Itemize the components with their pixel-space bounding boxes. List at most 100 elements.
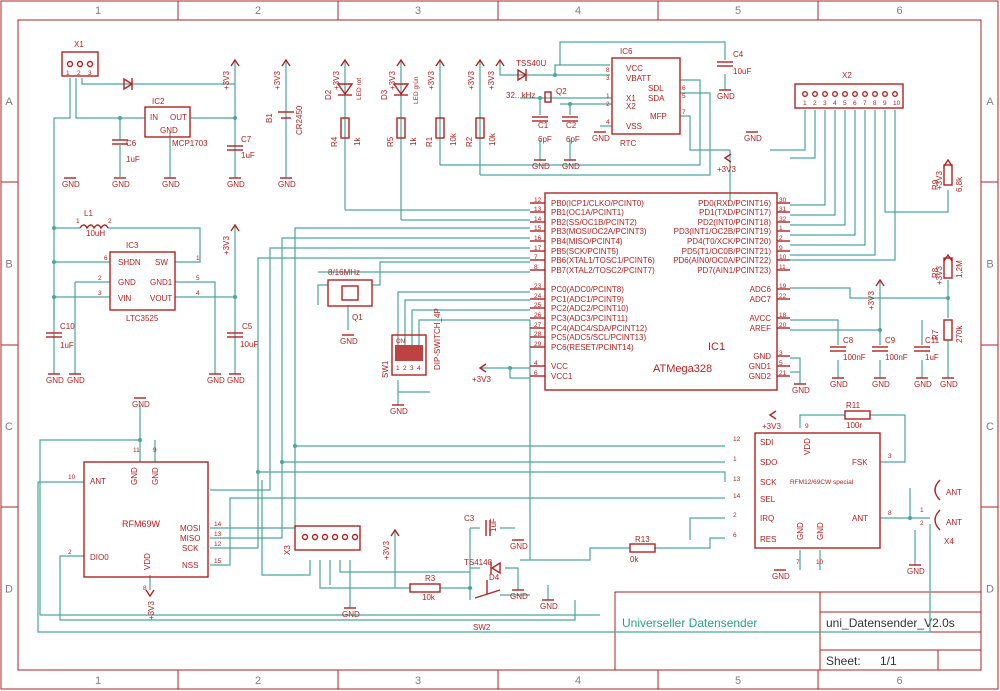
grid-row-label: D (5, 584, 13, 596)
mcu-pin-name: PC3(ADC3/PCINT11) (551, 314, 628, 323)
svg-text:VCC: VCC (626, 64, 643, 73)
svg-text:VSS: VSS (626, 122, 642, 131)
svg-text:GND: GND (151, 467, 160, 485)
mcu-pin-number: 31 (779, 206, 787, 213)
mcu-pin-name: GND (753, 352, 771, 361)
v33-label: +3V3 (935, 266, 944, 285)
svg-text:DIO0: DIO0 (90, 553, 109, 562)
rtc-value: RTC (620, 139, 637, 148)
svg-text:270k: 270k (955, 325, 964, 343)
v33-label: +3V3 (388, 71, 397, 90)
mcu-pin-name: PD3(INT1/OC2B/PCINT19) (674, 227, 772, 236)
svg-text:SCK: SCK (760, 478, 777, 487)
svg-text:8: 8 (606, 67, 610, 74)
mcu-pin-name: PD6(AIN0/OC0A/PCINT22) (673, 256, 771, 265)
resistor-r8: R8 1,2M (931, 257, 964, 279)
mcu-pin-name: PD0(RXD/PCINT16) (698, 199, 771, 208)
grid-col-label: 2 (255, 675, 261, 687)
svg-text:10: 10 (816, 559, 824, 566)
svg-text:4: 4 (196, 290, 200, 297)
mcu-pin-name: PB3(MOSI/OC2A/PCINT3) (551, 227, 647, 236)
svg-text:2: 2 (108, 218, 112, 225)
svg-text:GND: GND (130, 467, 139, 485)
svg-text:4: 4 (417, 365, 421, 372)
grid-col-label: 3 (415, 675, 421, 687)
crystal-q2: Q2 32.. kHz (506, 87, 567, 103)
svg-text:2: 2 (733, 512, 737, 519)
crystal-q1: 8/16MHz Q1 (327, 268, 373, 322)
title-block: Universeller Datensender uni_Datensender… (614, 591, 982, 671)
cap-c2: C2 6pF (562, 116, 580, 144)
cap-c4: C4 10uF (717, 50, 751, 76)
junctions (52, 73, 950, 590)
mcu-pin-number: 14 (534, 216, 542, 223)
svg-text:MISO: MISO (180, 534, 200, 543)
rtc-name: IC6 (620, 47, 633, 56)
mcu-pin-name: VCC1 (551, 372, 573, 381)
svg-text:VIN: VIN (118, 294, 132, 303)
v33-label: +3V3 (222, 71, 231, 90)
v33-label: +3V3 (935, 171, 944, 190)
svg-text:6: 6 (682, 85, 686, 92)
svg-text:8: 8 (143, 585, 147, 592)
svg-text:100nF: 100nF (843, 353, 866, 362)
svg-text:1: 1 (396, 365, 400, 372)
svg-text:12: 12 (214, 541, 222, 548)
grid-row-label: C (986, 421, 994, 433)
gnd-label: GND (162, 180, 180, 189)
cap-c1: C1 6pF (532, 116, 552, 144)
gnd-label: GND (772, 572, 790, 581)
v33-label: +3V3 (273, 71, 282, 90)
x1-pin1: 1 (66, 70, 70, 77)
rtc-ic6: IC6 VCC VBATT SDL SDA X1 X2 MFP VSS RTC … (606, 47, 686, 148)
mcu-pin-number: 23 (534, 283, 542, 290)
switch-sw2: SW2 (473, 580, 501, 632)
mcu-pin-number: 27 (534, 322, 542, 329)
regulator-ic2: IC2 IN OUT GND MCP1703 (144, 97, 208, 148)
svg-text:3: 3 (606, 75, 610, 82)
x2-pin-number: 1 (803, 100, 807, 107)
mcu-pin-name: PD7(AIN1/PCINT23) (697, 266, 771, 275)
svg-text:VOUT: VOUT (150, 294, 172, 303)
grid-row-label: C (5, 421, 13, 433)
grid-col-label: 4 (575, 675, 581, 687)
resistor-r9: R9 6,8k (931, 164, 964, 192)
svg-text:8/16MHz: 8/16MHz (328, 268, 360, 277)
boost-ic3: IC3 SHDN SW GND GND1 VIN VOUT LTC3525 6 … (98, 241, 200, 323)
svg-text:C3: C3 (464, 514, 475, 523)
gnd-label: GND (510, 542, 528, 551)
mcu-pin-number: 20 (779, 322, 787, 329)
title-sheet-value: 1/1 (880, 654, 897, 668)
mcu-pin-number: 6 (534, 370, 538, 377)
v33-label: +3V3 (467, 71, 476, 90)
svg-text:0k: 0k (630, 555, 639, 564)
svg-text:C11: C11 (925, 336, 940, 345)
cap-c9: C9 100nF (872, 336, 908, 362)
svg-text:GND: GND (816, 522, 825, 540)
cap-c8: C8 100nF (830, 336, 866, 362)
antenna-symbols: ANT ANT X4 1 2 (920, 479, 962, 546)
resistor-r4: R4 1k (330, 117, 362, 147)
svg-text:C7: C7 (241, 135, 252, 144)
mcu-pin-number: 19 (779, 283, 787, 290)
mcu-pin-name: PC2(ADC2/PCINT10) (551, 304, 629, 313)
gnd-label: GND (510, 592, 528, 601)
svg-text:SW1: SW1 (381, 360, 390, 378)
v33-label: +3V3 (487, 71, 496, 90)
svg-text:14: 14 (733, 493, 741, 500)
connector-x1: X1 1 2 3 (61, 40, 99, 77)
svg-text:X4: X4 (944, 537, 954, 546)
led-d3: D3 LED grün (380, 76, 420, 104)
mcu-pin-number: 4 (534, 360, 538, 367)
resistor-r13: R13 0k (629, 535, 656, 564)
grid-col-label: 1 (95, 5, 101, 17)
resistor-r5: R5 1k (386, 117, 418, 147)
mcu-pin-number: 12 (534, 197, 542, 204)
connector-x3: X3 (283, 525, 361, 555)
mcu-pin-name: VCC (551, 362, 568, 371)
title-description: Universeller Datensender (622, 616, 757, 630)
svg-text:R11: R11 (846, 401, 861, 410)
svg-text:R5: R5 (386, 136, 395, 147)
svg-text:10k: 10k (488, 132, 497, 146)
gnd-label: GND (342, 610, 360, 619)
